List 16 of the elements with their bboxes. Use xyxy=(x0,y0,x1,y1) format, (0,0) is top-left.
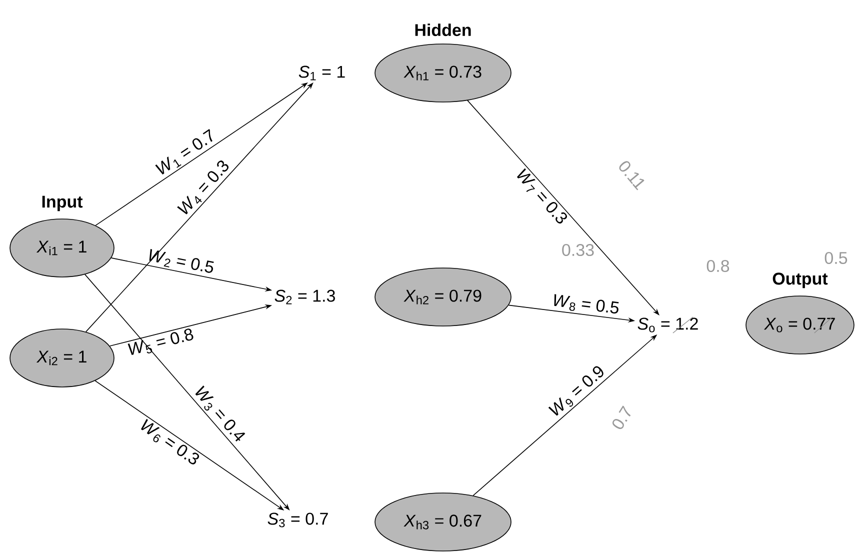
sum-label: S$_{3}$ = 0.7 xyxy=(268,512,328,528)
edge-label: W$_{2}$ = 0.5 xyxy=(149,249,214,273)
edge-label: W$_{7}$ = 0.3 xyxy=(516,168,567,224)
sum-label: S$_{o}$ = 1.2 xyxy=(638,318,698,332)
node-label: Output xyxy=(772,272,828,288)
edge-label: W$_{9}$ = 0.9 xyxy=(548,366,604,416)
sum-label: S$_{2}$ = 1.3 xyxy=(274,290,335,304)
node-label: Input xyxy=(42,196,83,212)
edge-label: W$_{5}$ = 0.8 xyxy=(128,328,194,355)
sum-label: S$_{1}$ = 1 xyxy=(298,66,345,80)
correction-value: 0.8 xyxy=(706,260,730,272)
edge-label: W$_{8}$ = 0.5 xyxy=(554,294,619,314)
correction-value: 0.7 xyxy=(612,406,631,429)
correction-value: 0.33 xyxy=(562,244,594,256)
correction-value: 0.5 xyxy=(824,252,848,264)
node-label: Hidden xyxy=(415,24,471,36)
